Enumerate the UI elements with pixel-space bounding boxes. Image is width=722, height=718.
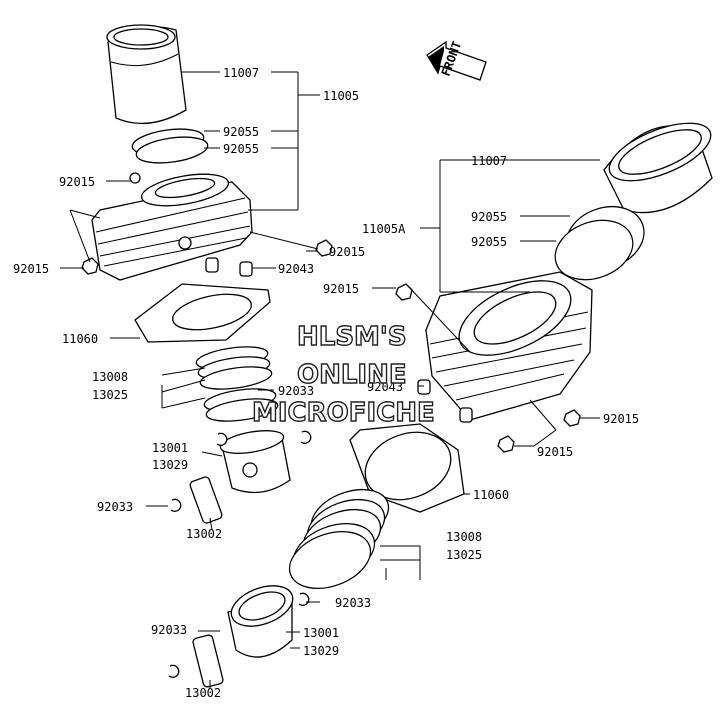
- label-92015-right-low: 92015: [537, 445, 573, 459]
- label-92015-left-side: 92015: [13, 262, 49, 276]
- left-bolts: [81, 239, 333, 277]
- label-13008-left: 13008: [92, 370, 128, 384]
- label-92033-left-clip: 92033: [97, 500, 133, 514]
- label-13001-left: 13001: [152, 441, 188, 455]
- left-pin-13002: [189, 476, 223, 524]
- label-11005: 11005: [323, 89, 359, 103]
- label-92015-left-right: 92015: [329, 245, 365, 259]
- label-92033-right-low: 92033: [151, 623, 187, 637]
- left-dowel-1: [205, 257, 219, 273]
- watermark-line-1: HLSM'S: [297, 322, 407, 352]
- leader-lines: [60, 71, 600, 688]
- label-11060-left: 11060: [62, 332, 98, 346]
- right-piston-rings: [288, 488, 390, 589]
- left-piston-rings: [195, 346, 279, 422]
- right-rings-92055: [554, 206, 645, 281]
- label-92043-right: 92043: [367, 380, 403, 394]
- label-92033-right-clip: 92033: [335, 596, 371, 610]
- label-92055-right-b: 92055: [471, 235, 507, 249]
- watermark-line-2: ONLINE: [297, 360, 407, 390]
- label-11007-left: 11007: [223, 66, 259, 80]
- label-13029-right: 13029: [303, 644, 339, 658]
- label-92015-right-top: 92015: [323, 282, 359, 296]
- label-92015-left-top: 92015: [59, 175, 95, 189]
- left-cylinder-sleeve: [106, 24, 187, 124]
- label-92033-left-mid: 92033: [278, 384, 314, 398]
- left-cylinder-block: [91, 172, 253, 281]
- label-11060-right: 11060: [473, 488, 509, 502]
- label-13025-right: 13025: [446, 548, 482, 562]
- front-arrow-icon: FRONT: [426, 39, 487, 81]
- watermark-line-3: MICROFICHE: [252, 398, 435, 428]
- right-piston-13001: [227, 585, 294, 658]
- left-rings-92055: [131, 128, 209, 164]
- left-dowel-2: [239, 261, 253, 277]
- label-92055-right-a: 92055: [471, 210, 507, 224]
- right-cylinder-sleeve: [603, 122, 713, 214]
- left-clips-pin: [170, 430, 312, 524]
- label-92055-left-b: 92055: [223, 142, 259, 156]
- label-13025-left: 13025: [92, 388, 128, 402]
- label-13002-right: 13002: [185, 686, 221, 700]
- right-dowel: [417, 379, 431, 395]
- left-gasket-11060: [134, 283, 271, 343]
- right-cylinder-block: [425, 271, 593, 421]
- label-92043-left: 92043: [278, 262, 314, 276]
- left-piston-13001: [219, 430, 291, 494]
- right-gasket-11060: [349, 423, 465, 513]
- label-11007-right: 11007: [471, 154, 507, 168]
- label-11005A: 11005A: [362, 222, 406, 236]
- watermark: HLSM'S ONLINE MICROFICHE: [251, 321, 435, 428]
- label-92015-right-bolt: 92015: [603, 412, 639, 426]
- right-pin-13002: [192, 634, 224, 688]
- label-13001-right: 13001: [303, 626, 339, 640]
- right-clips-pin: [168, 592, 310, 688]
- right-bolts: [395, 283, 581, 453]
- label-92055-left-a: 92055: [223, 125, 259, 139]
- label-13008-right: 13008: [446, 530, 482, 544]
- left-bolt-92015: [129, 172, 141, 184]
- label-13002-left: 13002: [186, 527, 222, 541]
- label-13029-left: 13029: [152, 458, 188, 472]
